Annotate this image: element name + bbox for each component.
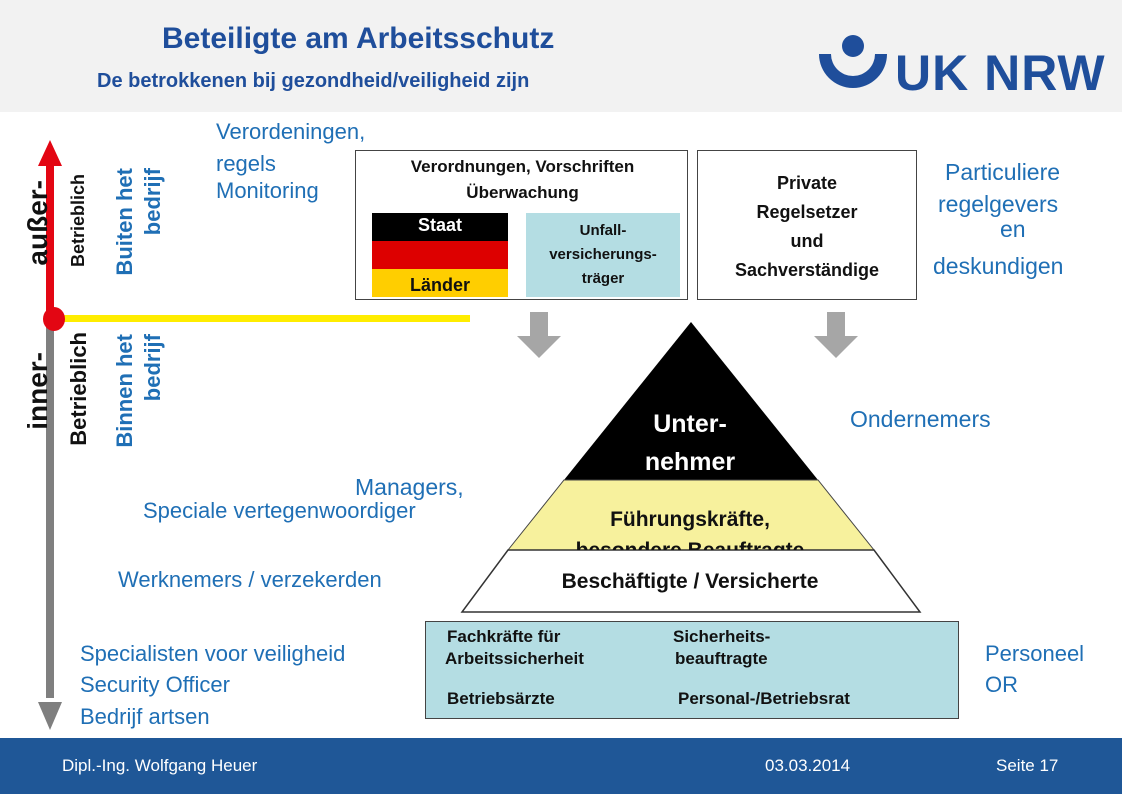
annotation-specialisten: Specialisten voor veiligheid: [80, 641, 346, 666]
annotation-bedrijf-artsen: Bedrijf artsen: [80, 704, 210, 729]
annotation-regelgevers: regelgevers: [938, 191, 1059, 217]
german-flag-icon: [372, 213, 508, 297]
outer-nl-label-1: Buiten het: [112, 168, 137, 276]
state-box-title-2: Überwachung: [466, 183, 579, 202]
specialists-c2-line-1: Sicherheits-: [673, 627, 771, 646]
annotation-or: OR: [985, 672, 1018, 697]
unfall-line-3: träger: [581, 270, 625, 287]
pyramid-middle-hidden-label: besondere Beauftragte: [520, 540, 860, 550]
uk-nrw-logo-icon: [819, 35, 887, 88]
inner-label: inner-: [22, 352, 53, 430]
annotation-particuliere: Particuliere: [945, 159, 1061, 185]
pyramid-bottom-label: Beschäftigte / Versicherte: [561, 570, 819, 593]
annotation-personeel: Personeel: [985, 641, 1085, 666]
outer-label: außer-: [22, 180, 53, 266]
page-title: Beteiligte am Arbeitsschutz: [162, 22, 555, 55]
header-background: [0, 0, 1122, 112]
unfall-line-1: Unfall-: [579, 222, 627, 239]
private-line-1: Private: [776, 173, 838, 193]
pyramid-bottom-segment: [460, 549, 922, 613]
private-line-2: Regelsetzer: [756, 202, 858, 222]
flag-label-staat: Staat: [417, 215, 462, 235]
unfall-box: Unfall- versicherungs- träger: [526, 213, 680, 297]
pyramid-top-line-1: Unter-: [653, 410, 727, 438]
state-box: Verordnungen, Vorschriften Überwachung S…: [355, 150, 688, 300]
divider-line: [62, 315, 470, 322]
specialists-c2-line-2: beauftragte: [675, 649, 768, 668]
footer-bar: Dipl.-Ing. Wolfgang Heuer 03.03.2014 Sei…: [0, 738, 1122, 794]
vertical-axis-arrow: [38, 140, 62, 730]
footer-page: Seite 17: [996, 756, 1059, 775]
annotation-en: en: [1000, 216, 1026, 242]
annotation-werknemers: Werknemers / verzekerden: [118, 567, 382, 592]
outer-sub-label: Betrieblich: [68, 174, 88, 268]
private-box: Private Regelsetzer und Sachverständige: [697, 150, 917, 300]
annotation-managers: Managers,: [355, 474, 464, 500]
annotation-monitoring: Monitoring: [216, 178, 319, 203]
annotation-verordeningen: Verordeningen,: [216, 119, 366, 144]
annotation-ondernemers: Ondernemers: [850, 406, 991, 432]
annotation-deskundigen: deskundigen: [933, 253, 1064, 279]
flag-label-laender: Länder: [409, 275, 470, 295]
page-subtitle: De betrokkenen bij gezondheid/veiligheid…: [97, 70, 530, 92]
axis-junction-dot: [43, 307, 65, 331]
annotation-security-officer: Security Officer: [80, 672, 230, 697]
pyramid-diagram: [460, 322, 922, 613]
specialists-c1-line-2: Arbeitssicherheit: [445, 649, 584, 668]
inner-nl-label-2: bedrijf: [140, 334, 165, 402]
down-arrow-right-icon: [814, 312, 858, 358]
specialists-c3: Betriebsärzte: [447, 689, 555, 708]
pyramid-middle-clip: besondere Beauftragte: [520, 540, 860, 550]
specialists-c4: Personal-/Betriebsrat: [678, 689, 850, 708]
logo-text: UK NRW: [895, 45, 1106, 101]
pyramid-top-line-2: nehmer: [644, 448, 736, 476]
down-arrow-left-icon: [517, 312, 561, 358]
inner-sub-label: Betrieblich: [66, 332, 91, 446]
pyramid-top-segment: [564, 322, 818, 480]
unfall-line-2: versicherungs-: [549, 246, 657, 263]
state-box-title-1: Verordnungen, Vorschriften: [410, 157, 635, 176]
private-line-3: und: [790, 231, 824, 251]
annotation-regels: regels: [216, 151, 276, 176]
specialists-box: Fachkräfte für Arbeitssicherheit Sicherh…: [425, 621, 959, 719]
pyramid-middle-label: Führungskräfte,: [610, 508, 770, 531]
private-line-4: Sachverständige: [734, 260, 880, 280]
footer-author: Dipl.-Ing. Wolfgang Heuer: [62, 756, 258, 775]
annotation-speciale: Speciale vertegenwoordiger: [143, 498, 416, 523]
footer-date: 03.03.2014: [765, 756, 851, 775]
outer-nl-label-2: bedrijf: [140, 168, 165, 236]
specialists-c1-line-1: Fachkräfte für: [447, 627, 561, 646]
inner-nl-label-1: Binnen het: [112, 334, 137, 448]
